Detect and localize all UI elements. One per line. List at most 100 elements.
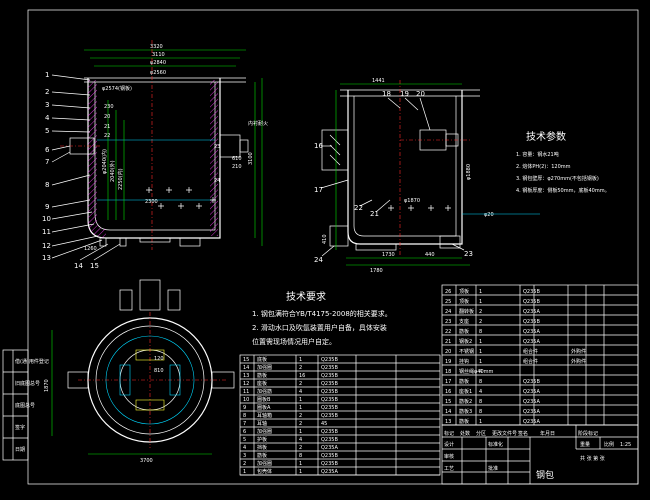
sheet-border	[27, 9, 639, 485]
table-cell: 24	[445, 309, 451, 315]
callout-13: 13	[42, 254, 51, 262]
dim-3110: 3110	[152, 52, 165, 58]
plan-dim-120: 120	[154, 356, 164, 362]
left-strip-cell-5: 日期	[15, 447, 25, 453]
table-cell: Q235B	[321, 389, 338, 395]
table-cell: 1	[479, 289, 482, 295]
table-cell: Q235A	[523, 419, 540, 425]
dim-2840: φ2840	[150, 60, 166, 66]
table-cell: 钢丝绳φ40mm	[459, 368, 494, 375]
callout-5: 5	[45, 127, 49, 135]
table-cell: 23	[445, 319, 451, 325]
side-callout-23: 23	[464, 250, 473, 258]
table-cell: 1	[479, 349, 482, 355]
table-cell: 20	[445, 349, 451, 355]
table-cell: Q235B	[321, 397, 338, 403]
table-cell: 外购件	[571, 348, 586, 355]
table-cell: Q235B	[321, 405, 338, 411]
tb-cell-scale-label: 比例	[604, 441, 614, 448]
table-cell: 9	[243, 405, 246, 411]
table-cell: Q235A	[523, 329, 540, 335]
table-cell: 组合件	[523, 348, 538, 355]
side-dim-440: 440	[425, 252, 435, 258]
table-cell: 4	[479, 369, 482, 375]
table-cell: Q235B	[321, 429, 338, 435]
table-cell: 4	[479, 389, 482, 395]
table-cell: 2	[299, 365, 302, 371]
dim-2040-inner: φ2040(内)	[101, 149, 108, 174]
table-cell: 4	[299, 437, 302, 443]
left-strip-cell-3: 底图总号	[15, 402, 35, 409]
label-24: 24	[214, 178, 220, 184]
table-cell: 1	[299, 357, 302, 363]
tb-row-3: 分区	[476, 430, 486, 437]
tech-req-line-2: 2. 滑动水口及吹氩装置用户自备，具体安装	[252, 323, 387, 332]
tb-sheet: 共 张 第 张	[580, 455, 605, 462]
callout-4: 4	[45, 114, 50, 122]
plan-dim-3700: 3700	[140, 458, 153, 464]
table-cell: 4	[299, 389, 302, 395]
table-cell: 不锈钢	[459, 348, 474, 355]
table-cell: 座板1	[459, 388, 472, 395]
table-cell: 耳轴箱	[257, 412, 272, 419]
tb-cell-review: 审核	[444, 453, 454, 460]
table-cell: 座板	[257, 380, 267, 387]
table-cell: Q235A	[523, 409, 540, 415]
table-cell: 底板	[257, 356, 267, 363]
side-dim-1730: 1730	[382, 252, 395, 258]
table-cell: 挡板	[257, 444, 267, 451]
plan-dim-810: 810	[154, 368, 164, 374]
table-cell: 11	[243, 389, 249, 395]
dim-230: 230	[104, 104, 114, 110]
table-cell: 1	[299, 461, 302, 467]
plan-dim-1870: 1870	[44, 379, 50, 392]
table-cell: 1	[299, 469, 302, 475]
table-cell: 2	[299, 381, 302, 387]
tech-params-line-2: 2. 熔体PH(2)：120mm	[516, 163, 571, 170]
table-cell: 14	[243, 365, 249, 371]
table-cell: 包壳体	[257, 468, 272, 475]
title-block: 标记 处数 分区 更改文件号 签名 年月日 设计 标准化 阶段标记 重量 比例 …	[441, 424, 639, 485]
table-cell: 17	[445, 379, 451, 385]
table-cell: 顶板	[459, 298, 469, 305]
table-cell: 15	[243, 357, 249, 363]
table-cell: Q235B	[523, 379, 540, 385]
callout-8: 8	[45, 181, 49, 189]
label-23: 23	[214, 144, 220, 150]
table-cell: 耳轴	[257, 420, 267, 427]
table-cell: 18	[445, 369, 451, 375]
table-cell: Q235B	[523, 289, 540, 295]
table-cell: 筋板	[459, 418, 469, 425]
table-cell: 13	[445, 419, 451, 425]
dim-2040-outer: 2040(外)	[109, 160, 116, 182]
table-cell: Q235B	[321, 373, 338, 379]
side-dim-410: 410	[322, 234, 328, 244]
tb-cell-design: 设计	[444, 441, 454, 448]
tech-requirements: 技术要求 1. 钢包满符合YB/T4175-2008的相关要求。 2. 滑动水口…	[252, 290, 392, 346]
callout-6: 6	[45, 146, 50, 154]
side-dim-1780: 1780	[370, 268, 383, 274]
table-cell: 2	[243, 461, 246, 467]
table-cell: 8	[479, 409, 482, 415]
table-cell: 圈板B	[257, 396, 271, 403]
dim-3100: 3100	[248, 152, 254, 165]
dim-3320: 3320	[150, 44, 163, 50]
table-cell: 筋板	[257, 372, 267, 379]
callout-7: 7	[45, 158, 49, 166]
table-cell: 圈板A	[257, 404, 271, 411]
left-strip-cell-1: 借(通)用件登记	[15, 358, 49, 365]
tech-params-line-1: 1. 容量：钢水21吨	[516, 151, 559, 158]
table-cell: Q235B	[523, 299, 540, 305]
table-cell: 2	[299, 421, 302, 427]
side-dim-1880: φ1880	[466, 164, 472, 180]
side-dim-1441: 1441	[372, 78, 385, 84]
table-cell: 16	[445, 389, 451, 395]
table-cell: 15	[445, 399, 451, 405]
plan-view: 3700 1870 120 810	[44, 279, 235, 464]
side-callout-21: 21	[370, 210, 379, 218]
table-cell: Q235A	[321, 445, 338, 451]
table-cell: 加强圈	[257, 460, 272, 467]
table-cell: 21	[445, 339, 451, 345]
side-callout-20: 20	[416, 90, 425, 98]
